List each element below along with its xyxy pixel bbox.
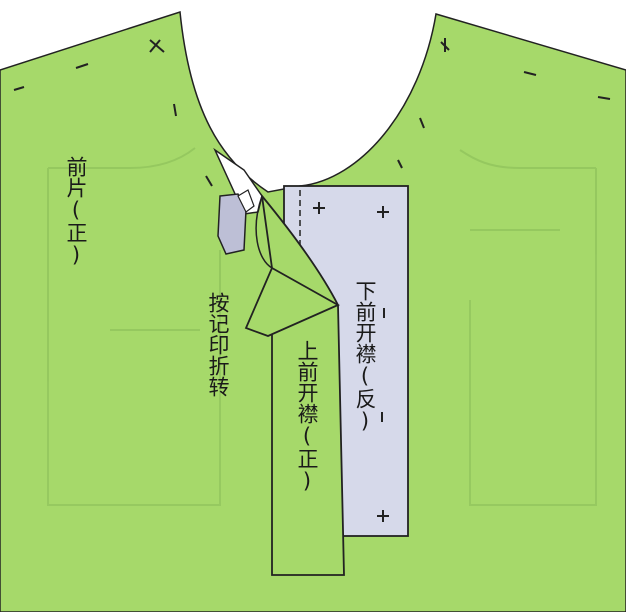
show-through-outlines (47, 147, 597, 506)
lower-placket-label: 下前开襟(反) (353, 280, 377, 433)
upper-placket-label: 上前开襟(正) (295, 340, 319, 493)
notch-marks (13, 38, 611, 187)
folded-tab-corner (237, 189, 255, 213)
folded-tab (217, 193, 247, 255)
front-piece-label: 前片(正) (64, 156, 88, 267)
upper-placket-fold-flap (244, 266, 341, 337)
placket-cross-marks (313, 202, 389, 522)
upper-placket-fold-edge (255, 195, 273, 269)
fold-instruction-label: 按记印折转 (206, 292, 230, 397)
